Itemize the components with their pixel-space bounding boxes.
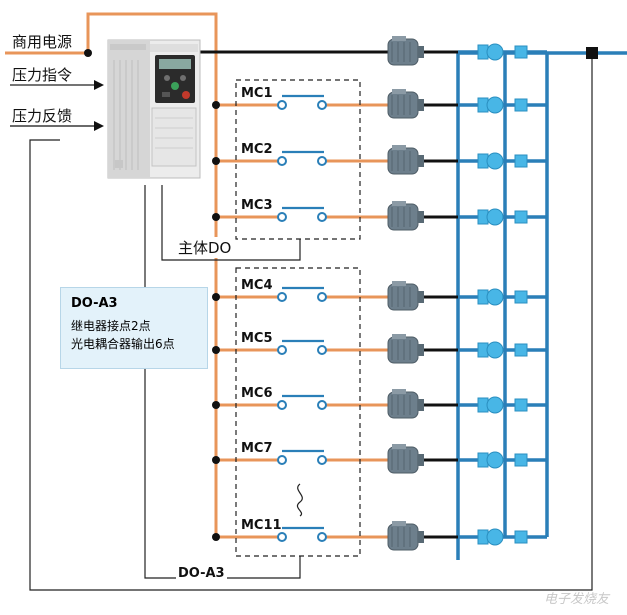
pressure-command-arrow <box>94 80 104 90</box>
contactor-label-mc11: MC11 <box>241 518 282 533</box>
junction-dot-mc4 <box>212 293 220 301</box>
motor-icon <box>387 201 424 231</box>
contactor-label-mc2: MC2 <box>241 142 273 157</box>
pump-icon <box>458 341 547 359</box>
pump-icon <box>458 451 547 469</box>
motor-icon <box>387 89 424 119</box>
doa3-info-box: DO-A3 继电器接点2点 光电耦合器输出6点 <box>60 287 208 369</box>
contactor-mc11 <box>277 526 327 542</box>
motor-icon <box>387 334 424 364</box>
junction-dot-mc1 <box>212 101 220 109</box>
junction-dot-mc6 <box>212 401 220 409</box>
contactor-label-mc5: MC5 <box>241 331 273 346</box>
pressure-sensor <box>586 47 598 59</box>
pressure-feedback-label: 压力反馈 <box>12 107 73 125</box>
thermal-relay-symbol <box>296 483 303 517</box>
contactor-mc3 <box>277 206 327 222</box>
contactor-mc5 <box>277 339 327 355</box>
branch-lines <box>216 103 388 539</box>
motor-pump-unit-1 <box>387 36 547 66</box>
pump-icon <box>458 152 547 170</box>
pressure-command-label: 压力指令 <box>12 66 73 84</box>
motor-pump-unit-3 <box>387 145 547 175</box>
pipe-network <box>456 51 627 560</box>
motor-pump-unit-9 <box>387 521 547 551</box>
commercial-power-label: 商用电源 <box>12 33 73 51</box>
main-do-label: 主体DO <box>176 237 234 258</box>
pressure-feedback-arrow <box>94 121 104 131</box>
commercial-power-wire <box>5 12 218 534</box>
junction-dots <box>84 49 220 541</box>
doa3-box-title: DO-A3 <box>71 296 118 311</box>
pump-icon <box>458 528 547 546</box>
contactor-label-mc7: MC7 <box>241 441 273 456</box>
junction-dot-mc7 <box>212 456 220 464</box>
doa3-dashed-box <box>235 267 361 557</box>
contactors <box>277 94 327 542</box>
main-do-dashed-box <box>235 79 361 240</box>
junction-dot-mc11 <box>212 533 220 541</box>
watermark: 电子发烧友 <box>543 592 609 607</box>
motor-icon <box>387 444 424 474</box>
motor-icon <box>387 281 424 311</box>
motor-pump-units <box>387 36 547 551</box>
pump-icon <box>458 396 547 414</box>
junction-dot-power <box>84 49 92 57</box>
contactor-mc7 <box>277 449 327 465</box>
junction-dot-mc5 <box>212 346 220 354</box>
contactor-mc1 <box>277 94 327 110</box>
motor-pump-unit-2 <box>387 89 547 119</box>
doa3-box-line1: 继电器接点2点 <box>71 319 151 333</box>
motor-pump-unit-7 <box>387 389 547 419</box>
motor-icon <box>387 521 424 551</box>
motor-icon <box>387 36 424 66</box>
contactor-mc2 <box>277 150 327 166</box>
doa3-bottom-label: DO-A3 <box>176 566 227 581</box>
junction-dot-mc2 <box>212 157 220 165</box>
motor-pump-unit-8 <box>387 444 547 474</box>
motor-pump-unit-6 <box>387 334 547 364</box>
pump-icon <box>458 288 547 306</box>
pump-icon <box>458 43 547 61</box>
motor-icon <box>387 145 424 175</box>
contactor-mc4 <box>277 286 327 302</box>
junction-dot-mc3 <box>212 213 220 221</box>
pump-icon <box>458 96 547 114</box>
contactor-label-mc1: MC1 <box>241 86 273 101</box>
contactor-label-mc4: MC4 <box>241 278 273 293</box>
contactor-label-mc6: MC6 <box>241 386 273 401</box>
contactor-mc6 <box>277 394 327 410</box>
motor-pump-unit-5 <box>387 281 547 311</box>
doa3-box-line2: 光电耦合器输出6点 <box>71 337 175 351</box>
pump-icon <box>458 208 547 226</box>
motor-pump-unit-4 <box>387 201 547 231</box>
motor-icon <box>387 389 424 419</box>
inverter-drive <box>107 39 201 179</box>
contactor-label-mc3: MC3 <box>241 198 273 213</box>
